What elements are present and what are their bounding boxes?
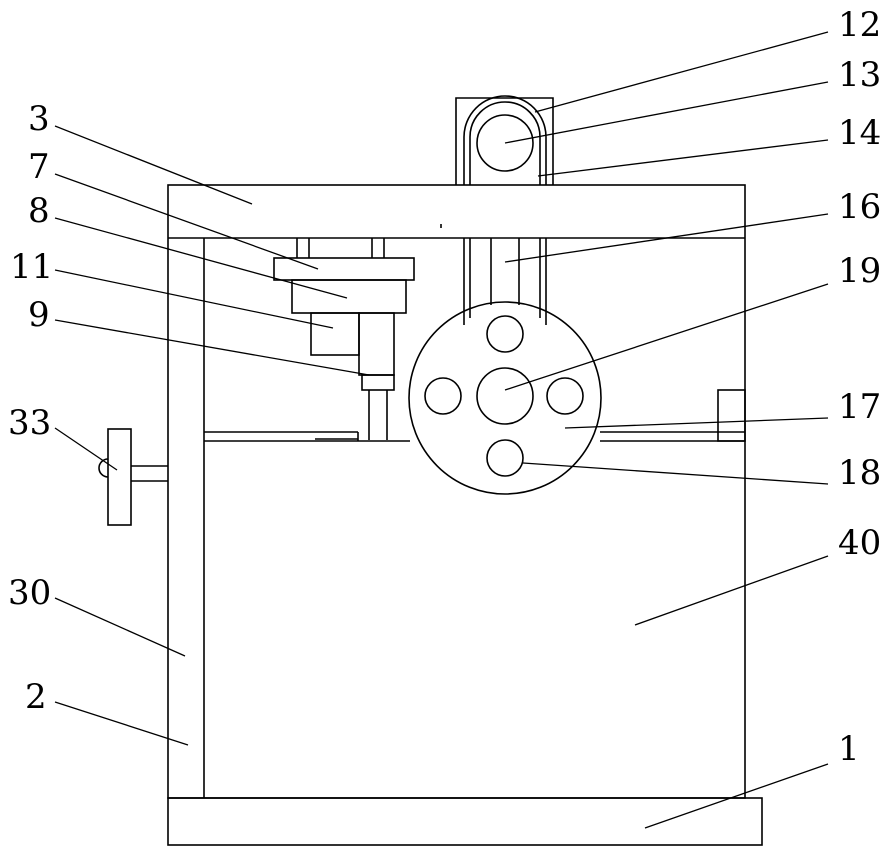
leader-18 [523,463,828,484]
part-11-body [311,313,359,355]
label-8: 8 [28,191,50,231]
leader-17 [565,418,828,428]
rail-stop-block [718,390,745,441]
disc-hole-top [487,316,523,352]
label-2: 2 [25,677,47,717]
label-1: 1 [838,729,860,769]
label-7: 7 [28,147,50,187]
leader-9 [55,320,369,375]
label-33: 33 [8,403,51,443]
leader-14 [538,140,828,176]
rod-collar [362,375,394,390]
label-30: 30 [8,573,51,613]
label-40: 40 [838,523,881,563]
label-12: 12 [838,5,881,45]
part-33-handwheel [108,429,131,525]
part-8-block [292,280,406,313]
label-19: 19 [838,251,881,291]
leader-1 [645,764,828,828]
part-18-disc-hole [487,440,523,476]
part-9-rod-housing [359,313,394,375]
leader-19 [505,284,828,390]
disc-hole-right [547,378,583,414]
leader-7 [55,174,318,269]
part-19-hub [477,368,533,424]
leader-30 [55,598,185,656]
label-18: 18 [838,453,881,493]
label-13: 13 [838,55,881,95]
label-16: 16 [838,187,881,227]
turntable-disc [409,302,601,494]
part-1-base [168,798,762,845]
label-11: 11 [10,247,53,287]
leader-12 [535,32,828,112]
leader-3 [55,126,252,204]
handwheel-knob [99,459,108,477]
label-14: 14 [838,113,881,153]
disc-hole-left [425,378,461,414]
label-17: 17 [838,387,881,427]
label-3: 3 [28,99,50,139]
leader-40 [635,556,828,625]
label-9: 9 [28,295,50,335]
housing-outline [168,185,745,798]
